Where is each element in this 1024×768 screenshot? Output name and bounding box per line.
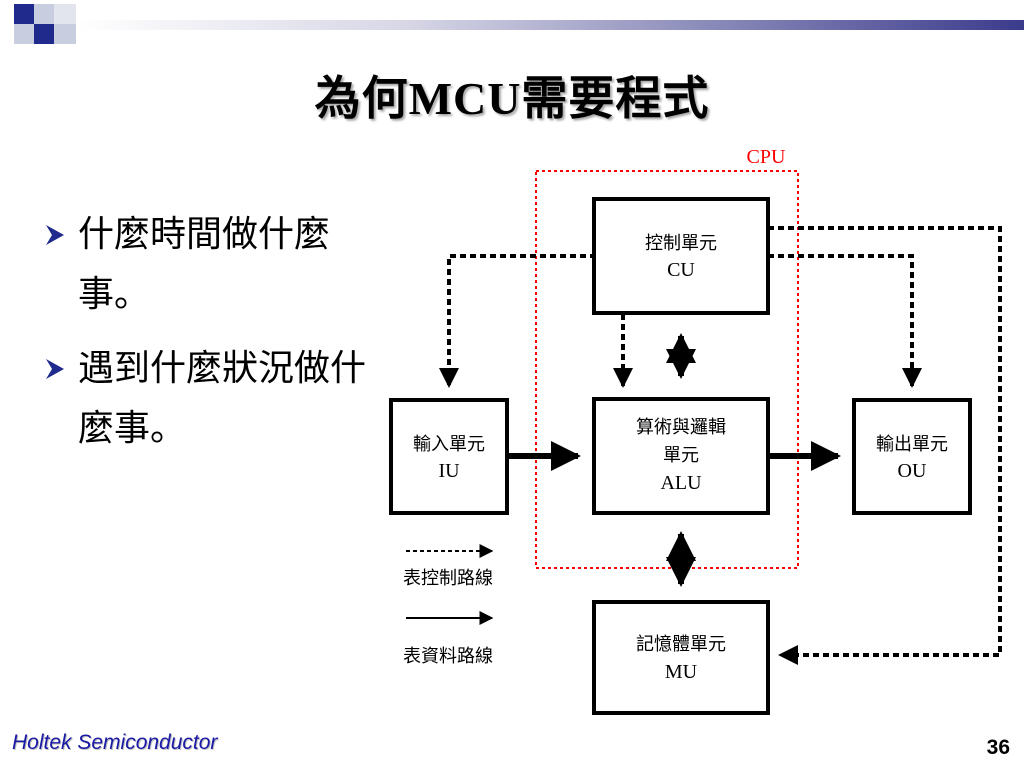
cu-abbr: CU — [667, 259, 695, 281]
legend-data-path-label: 表資料路線 — [403, 646, 493, 667]
alu-name-line1: 算術與邏輯 — [636, 417, 726, 438]
iu-abbr: IU — [438, 460, 460, 482]
legend-control-path-label: 表控制路線 — [403, 568, 493, 589]
ou-box — [852, 398, 972, 515]
arrow-bullet-icon — [46, 359, 64, 379]
slide-title: 為何MCU需要程式 — [314, 73, 710, 124]
ou-abbr: OU — [898, 460, 927, 482]
bullet-text: 遇到什麼狀況做什麼事。 — [78, 348, 367, 449]
iu-box — [389, 398, 509, 515]
control-path-cu-to-mu — [768, 226, 1002, 665]
mu-abbr: MU — [665, 661, 698, 683]
alu-name-line2: 單元 — [663, 445, 699, 466]
page-number: 36 — [986, 736, 1010, 759]
control-path-cu-to-iu — [439, 254, 596, 388]
cu-name: 控制單元 — [645, 233, 717, 254]
footer-company: Holtek Semiconductor — [12, 731, 218, 754]
iu-name: 輸入單元 — [413, 434, 485, 455]
bullet-item: 遇到什麼狀況做什麼事。 — [44, 339, 374, 459]
ou-name: 輸出單元 — [876, 434, 948, 455]
mu-name: 記憶體單元 — [636, 634, 726, 655]
cpu-label: CPU — [747, 146, 786, 168]
arrow-bullet-icon — [46, 225, 64, 245]
bullet-list: 什麼時間做什麼事。 遇到什麼狀況做什麼事。 — [44, 205, 374, 473]
header-decoration — [0, 4, 1024, 44]
bullet-item: 什麼時間做什麼事。 — [44, 205, 374, 325]
control-path-cu-to-ou — [768, 254, 922, 388]
alu-box — [592, 397, 770, 515]
bullet-text: 什麼時間做什麼事。 — [78, 214, 331, 315]
mu-box — [592, 600, 770, 715]
cu-box — [592, 197, 770, 315]
alu-abbr: ALU — [660, 472, 702, 494]
